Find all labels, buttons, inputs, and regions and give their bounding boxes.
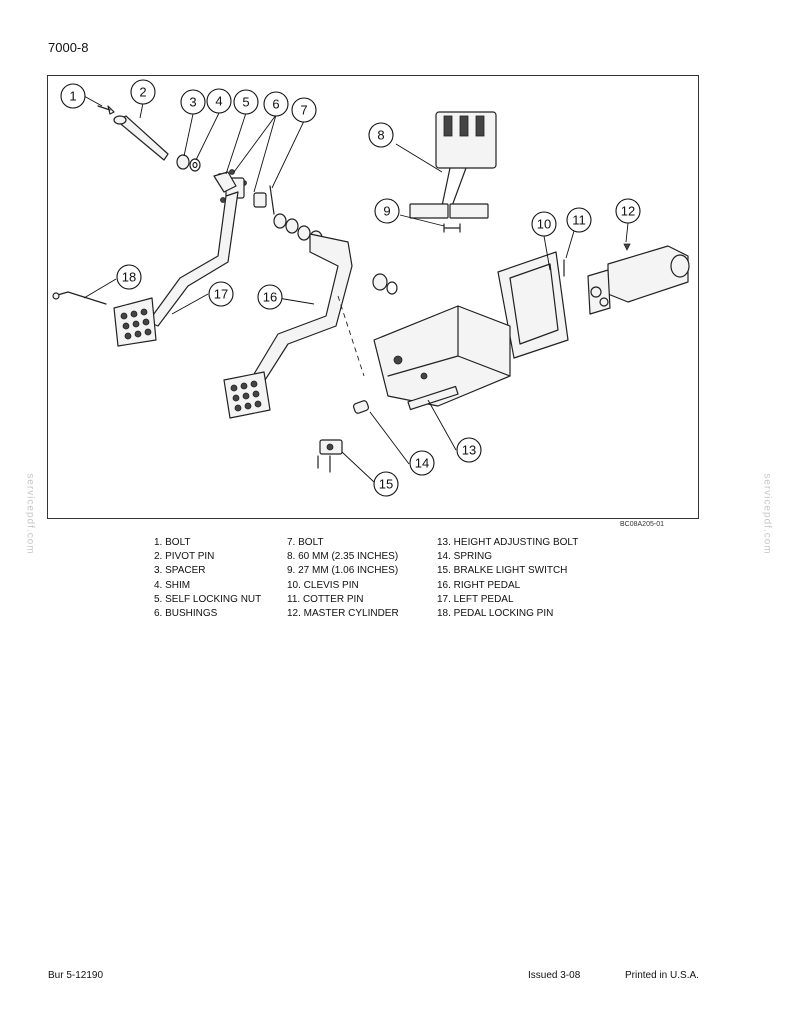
callout-8: 8 bbox=[368, 122, 394, 148]
callout-5: 5 bbox=[233, 89, 259, 115]
legend-item: 1. BOLT bbox=[154, 537, 191, 548]
callout-12: 12 bbox=[615, 198, 641, 224]
brake-light-switch-part bbox=[317, 439, 343, 473]
svg-text:17: 17 bbox=[214, 287, 228, 302]
bolt-part bbox=[97, 105, 115, 115]
legend-item: 15. BRALKE LIGHT SWITCH bbox=[437, 565, 568, 577]
pedal-top-view-inset bbox=[409, 111, 497, 233]
legend-item: 14. SPRING bbox=[437, 551, 493, 563]
callout-leader-lines bbox=[83, 95, 629, 483]
legend-item: 18. PEDAL LOCKING PIN bbox=[437, 608, 554, 620]
svg-text:16: 16 bbox=[263, 290, 277, 305]
callout-15: 15 bbox=[373, 471, 399, 497]
watermark-left: servicepdf.com bbox=[24, 473, 36, 555]
callout-2: 2 bbox=[130, 79, 156, 105]
watermark-right: servicepdf.com bbox=[761, 473, 773, 555]
pivot-pin-part bbox=[113, 115, 169, 161]
callout-11: 11 bbox=[566, 207, 592, 233]
callout-9: 9 bbox=[374, 198, 400, 224]
left-pedal-part bbox=[113, 171, 239, 347]
legend-item: 8. 60 MM (2.35 INCHES) bbox=[287, 551, 399, 563]
right-pedal-bushing-part bbox=[372, 273, 398, 295]
pedal-alignment-line bbox=[337, 295, 365, 377]
callout-18: 18 bbox=[116, 264, 142, 290]
svg-text:18: 18 bbox=[122, 270, 136, 285]
callout-14: 14 bbox=[409, 450, 435, 476]
footer-printed-location: Printed in U.S.A. bbox=[625, 970, 699, 981]
legend-item: 12. MASTER CYLINDER bbox=[287, 608, 399, 620]
svg-text:8: 8 bbox=[377, 128, 384, 143]
svg-text:3: 3 bbox=[189, 95, 196, 110]
legend-column-1: 1. BOLT 2. PIVOT PIN 3. SPACER 4. SHIM 5… bbox=[154, 536, 261, 621]
svg-text:9: 9 bbox=[383, 204, 390, 219]
spring-part bbox=[352, 400, 370, 414]
callout-7: 7 bbox=[291, 97, 317, 123]
pedal-bracket-part bbox=[373, 305, 511, 411]
footer-issued-date: Issued 3-08 bbox=[528, 970, 581, 981]
footer-document-number: Bur 5-12190 bbox=[48, 970, 104, 981]
legend-item: 17. LEFT PEDAL bbox=[437, 593, 514, 605]
right-pedal-part bbox=[223, 233, 353, 419]
svg-text:10: 10 bbox=[537, 217, 551, 232]
legend-item: 16. RIGHT PEDAL bbox=[437, 579, 521, 591]
legend-item: 2. PIVOT PIN bbox=[154, 551, 215, 563]
svg-text:4: 4 bbox=[215, 94, 222, 109]
legend-item: 5. SELF LOCKING NUT bbox=[154, 593, 262, 605]
spacer-shim-parts bbox=[176, 154, 201, 172]
page-number: 7000-8 bbox=[48, 40, 89, 55]
svg-text:7: 7 bbox=[300, 103, 307, 118]
svg-text:11: 11 bbox=[572, 213, 586, 228]
legend-item: 9. 27 MM (1.06 INCHES) bbox=[287, 565, 399, 577]
callout-16: 16 bbox=[257, 284, 283, 310]
legend-item: 4. SHIM bbox=[154, 579, 191, 591]
legend-item: 10. CLEVIS PIN bbox=[287, 579, 359, 591]
legend-item: 13. HEIGHT ADJUSTING BOLT bbox=[437, 537, 579, 548]
callout-6: 6 bbox=[263, 91, 289, 117]
figure-code: BC08A205-01 bbox=[620, 521, 664, 528]
svg-text:6: 6 bbox=[272, 97, 279, 112]
svg-text:5: 5 bbox=[242, 95, 249, 110]
svg-text:12: 12 bbox=[621, 204, 635, 219]
callout-1: 1 bbox=[60, 83, 86, 109]
svg-text:14: 14 bbox=[415, 456, 429, 471]
svg-text:1: 1 bbox=[69, 89, 76, 104]
legend-item: 6. BUSHINGS bbox=[154, 608, 218, 620]
legend-column-3: 13. HEIGHT ADJUSTING BOLT 14. SPRING 15.… bbox=[437, 536, 578, 621]
pedal-assembly-diagram: 1 2 3 4 5 6 7 8 9 10 11 12 13 14 15 16 1… bbox=[52, 79, 690, 497]
callout-17: 17 bbox=[208, 281, 234, 307]
legend-item: 3. SPACER bbox=[154, 565, 206, 577]
master-cylinder-part bbox=[587, 243, 690, 315]
pedal-locking-pin-part bbox=[52, 291, 107, 305]
callout-4: 4 bbox=[206, 88, 232, 114]
legend-item: 11. COTTER PIN bbox=[287, 593, 364, 605]
callout-3: 3 bbox=[180, 89, 206, 115]
svg-text:13: 13 bbox=[462, 443, 476, 458]
svg-text:2: 2 bbox=[139, 85, 146, 100]
exploded-view-figure: 1 2 3 4 5 6 7 8 9 10 11 12 13 14 15 16 1… bbox=[47, 75, 699, 519]
gasket-part bbox=[497, 251, 569, 359]
svg-text:15: 15 bbox=[379, 477, 393, 492]
legend-column-2: 7. BOLT 8. 60 MM (2.35 INCHES) 9. 27 MM … bbox=[287, 536, 399, 621]
callout-10: 10 bbox=[531, 211, 557, 237]
legend-item: 7. BOLT bbox=[287, 537, 324, 548]
callout-13: 13 bbox=[456, 437, 482, 463]
